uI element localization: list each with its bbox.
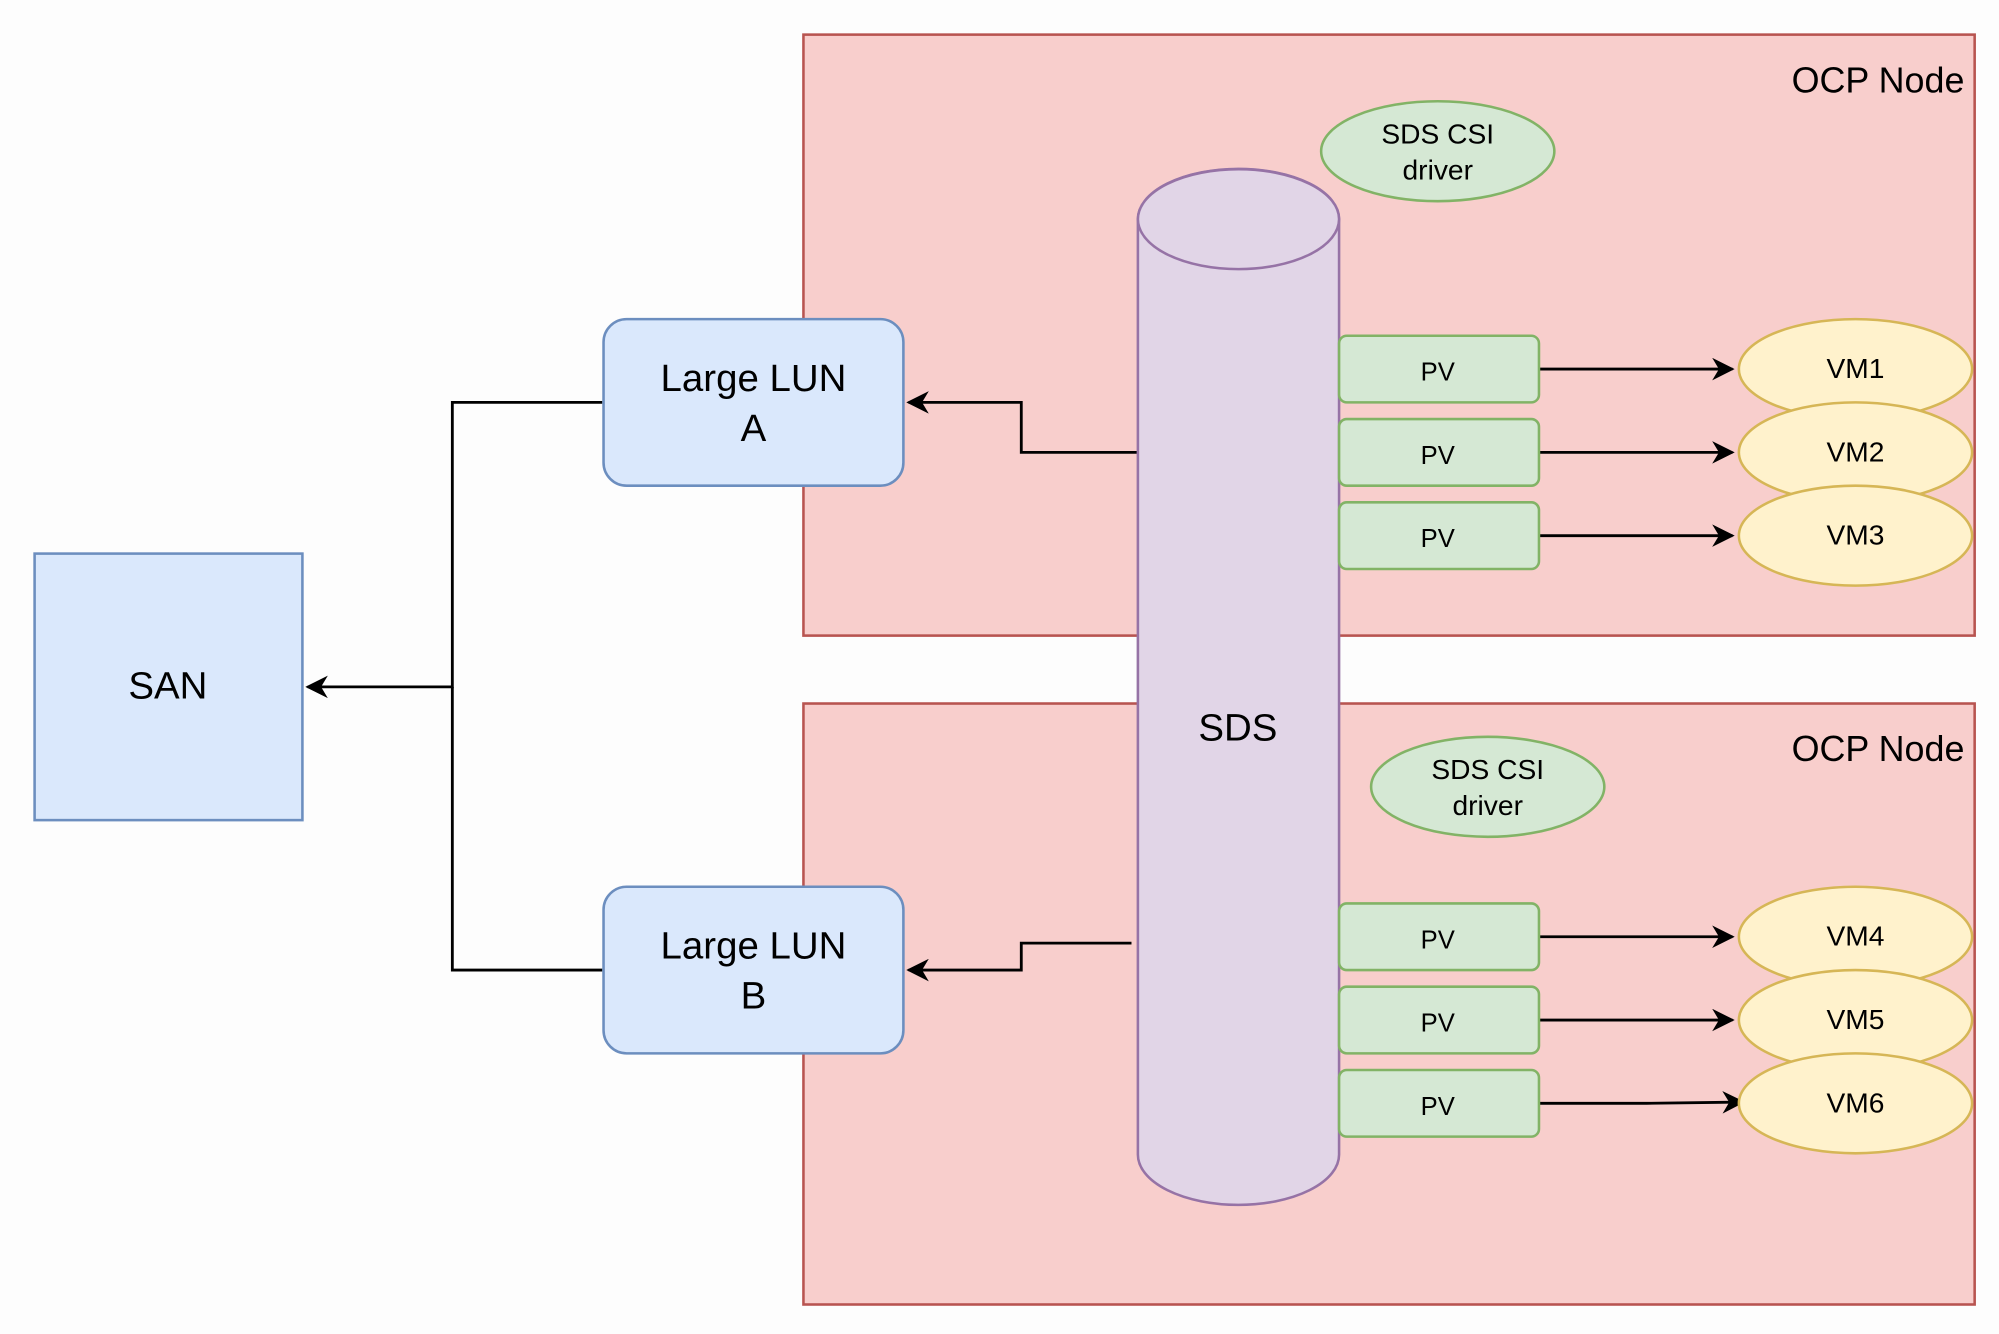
pv-label: PV bbox=[1421, 1093, 1455, 1121]
vm-label: VM3 bbox=[1826, 519, 1884, 551]
large-lun-a[interactable]: Large LUN A bbox=[602, 317, 905, 487]
edge-sds-to-lun-a bbox=[906, 391, 1138, 454]
san-box[interactable]: SAN bbox=[33, 552, 304, 822]
vm-label: VM4 bbox=[1826, 920, 1884, 952]
lun-b-label-line1: Large LUN bbox=[661, 925, 847, 968]
vm-label: VM1 bbox=[1826, 352, 1884, 384]
pv-box[interactable]: PV bbox=[1337, 985, 1541, 1055]
pv-label: PV bbox=[1421, 926, 1455, 954]
csi-label-line2: driver bbox=[1452, 789, 1522, 821]
pv-label: PV bbox=[1421, 1010, 1455, 1038]
pv-box[interactable]: PV bbox=[1337, 417, 1541, 487]
pv-vm-group-top: PV PV PV VM1 VM2 VM3 bbox=[1337, 317, 1974, 587]
sds-cylinder[interactable]: SDS bbox=[1136, 167, 1341, 1207]
vm2-node[interactable]: VM2 bbox=[1737, 401, 1974, 504]
vm3-node[interactable]: VM3 bbox=[1737, 484, 1974, 587]
large-lun-b[interactable]: Large LUN B bbox=[602, 885, 905, 1055]
pv-vm-group-bottom: PV PV PV VM4 VM5 VM6 bbox=[1337, 885, 1974, 1155]
pv-box[interactable]: PV bbox=[1337, 1068, 1541, 1138]
pv-box[interactable]: PV bbox=[1337, 501, 1541, 571]
pv-box[interactable]: PV bbox=[1337, 334, 1541, 404]
csi-label-line2: driver bbox=[1403, 153, 1473, 185]
san-label: SAN bbox=[128, 664, 207, 707]
ocp-node-label: OCP Node bbox=[1792, 60, 1965, 100]
edge-lun-a-to-san bbox=[305, 400, 603, 699]
pv-label: PV bbox=[1421, 442, 1455, 470]
edge-sds-to-lun-b bbox=[906, 941, 1132, 982]
sds-label: SDS bbox=[1198, 707, 1277, 750]
lun-a-label-line2: A bbox=[741, 407, 767, 450]
lun-a-label-line1: Large LUN bbox=[661, 357, 847, 400]
ocp-node-label: OCP Node bbox=[1792, 729, 1965, 769]
vm-label: VM6 bbox=[1826, 1086, 1884, 1118]
sds-csi-driver-bottom[interactable]: SDS CSI driver bbox=[1369, 735, 1606, 839]
lun-b-label-line2: B bbox=[741, 974, 767, 1017]
vm-label: VM5 bbox=[1826, 1003, 1884, 1035]
pv-label: PV bbox=[1421, 359, 1455, 387]
vm6-node[interactable]: VM6 bbox=[1737, 1052, 1974, 1155]
sds-csi-driver-top[interactable]: SDS CSI driver bbox=[1319, 99, 1556, 203]
pv-label: PV bbox=[1421, 525, 1455, 553]
pv-box[interactable]: PV bbox=[1337, 902, 1541, 972]
edge-lun-b-to-san bbox=[450, 686, 603, 972]
csi-label-line1: SDS CSI bbox=[1431, 753, 1544, 785]
csi-label-line1: SDS CSI bbox=[1381, 118, 1494, 150]
vm-label: VM2 bbox=[1826, 435, 1884, 467]
edge-pv-to-vm6 bbox=[1538, 1091, 1745, 1114]
